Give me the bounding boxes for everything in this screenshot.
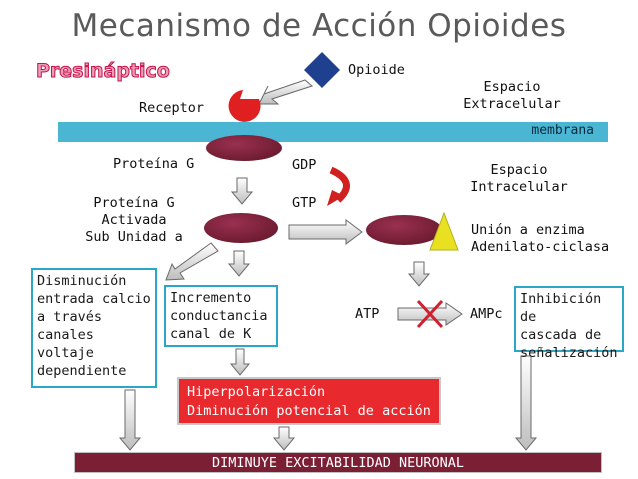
box-calcio-line-3: a través	[37, 309, 103, 325]
arrow-long-left	[118, 389, 142, 451]
box-inhibicion: Inhibición de cascada de señalización	[514, 286, 624, 361]
arrow-diag-calcium	[165, 242, 219, 281]
enzyme-protein-ellipse	[366, 215, 442, 245]
box-calcio-line-6: dependiente	[37, 363, 127, 379]
label-espacio-intracelular-1: Espacio	[490, 162, 548, 178]
arrow-right-enzyme	[288, 219, 363, 245]
arrow-down-protein	[230, 177, 254, 205]
arrow-down-atp	[407, 261, 431, 287]
arrow-hiper-bottom	[272, 426, 296, 451]
box-inhibicion-line-2: cascada de	[520, 327, 602, 343]
label-opioide: Opioide	[348, 62, 405, 78]
membrane-label: membrana	[531, 123, 594, 138]
box-hiper-line-2: Diminución potencial de acción	[187, 403, 431, 419]
box-k-line-2: conductancia	[170, 308, 268, 324]
label-gtp: GTP	[292, 195, 317, 211]
box-calcio-line-2: entrada calcio	[37, 291, 151, 307]
bottom-result-bar: DIMINUYE EXCITABILIDAD NEURONAL	[74, 452, 602, 473]
box-calcio-line-4: canales	[37, 327, 94, 343]
inhibition-x-2	[416, 299, 444, 329]
label-proteina-g-activada-2: Activada	[101, 212, 167, 228]
label-espacio-extracelular-1: Espacio	[483, 79, 541, 95]
box-hiperpolarizacion: Hiperpolarización Diminución potencial d…	[177, 377, 441, 425]
box-k-line-3: canal de K	[170, 326, 252, 342]
box-calcio-line-1: Disminución	[37, 273, 127, 289]
label-proteina-g-activada-3: Sub Unidad a	[85, 229, 183, 245]
protein-g-ellipse	[206, 135, 282, 161]
page-title: Mecanismo de Acción Opioides	[71, 8, 567, 44]
arrow-opioid-receptor	[258, 79, 314, 105]
label-union-enzima-2: Adenilato-ciclasa	[471, 239, 610, 255]
label-espacio-intracelular-2: Intracelular	[470, 179, 568, 195]
label-gdp: GDP	[292, 157, 317, 173]
label-proteina-g-activada-1: Proteína G	[93, 195, 175, 211]
box-calcio-line-5: voltaje	[37, 345, 94, 361]
box-disminucion-calcio: Disminución entrada calcio a través cana…	[31, 268, 157, 388]
label-ampc: AMPc	[470, 306, 503, 322]
label-atp: ATP	[355, 306, 380, 322]
membrane-bar: membrana	[58, 122, 608, 142]
box-inhibicion-line-1: Inhibición de	[520, 291, 602, 325]
arrow-down-hiper	[229, 348, 251, 376]
section-heading: Presináptico	[36, 60, 171, 83]
receptor-shape	[228, 90, 261, 122]
label-receptor: Receptor	[139, 100, 205, 116]
label-proteina-g: Proteína G	[113, 156, 195, 172]
label-union-enzima-1: Unión a enzima	[471, 222, 585, 238]
activated-protein-ellipse	[204, 213, 278, 243]
box-incremento-k: Incremento conductancia canal de K	[164, 285, 278, 347]
arrow-down-k	[227, 250, 251, 277]
opioid-diamond	[304, 52, 340, 88]
box-k-line-1: Incremento	[170, 290, 252, 306]
label-espacio-extracelular-2: Extracelular	[463, 96, 561, 112]
box-inhibicion-line-3: señalización	[520, 345, 618, 361]
arrow-long-right	[514, 355, 538, 451]
box-hiper-line-1: Hiperpolarización	[187, 384, 326, 400]
adenylate-cyclase-triangle	[429, 211, 459, 251]
